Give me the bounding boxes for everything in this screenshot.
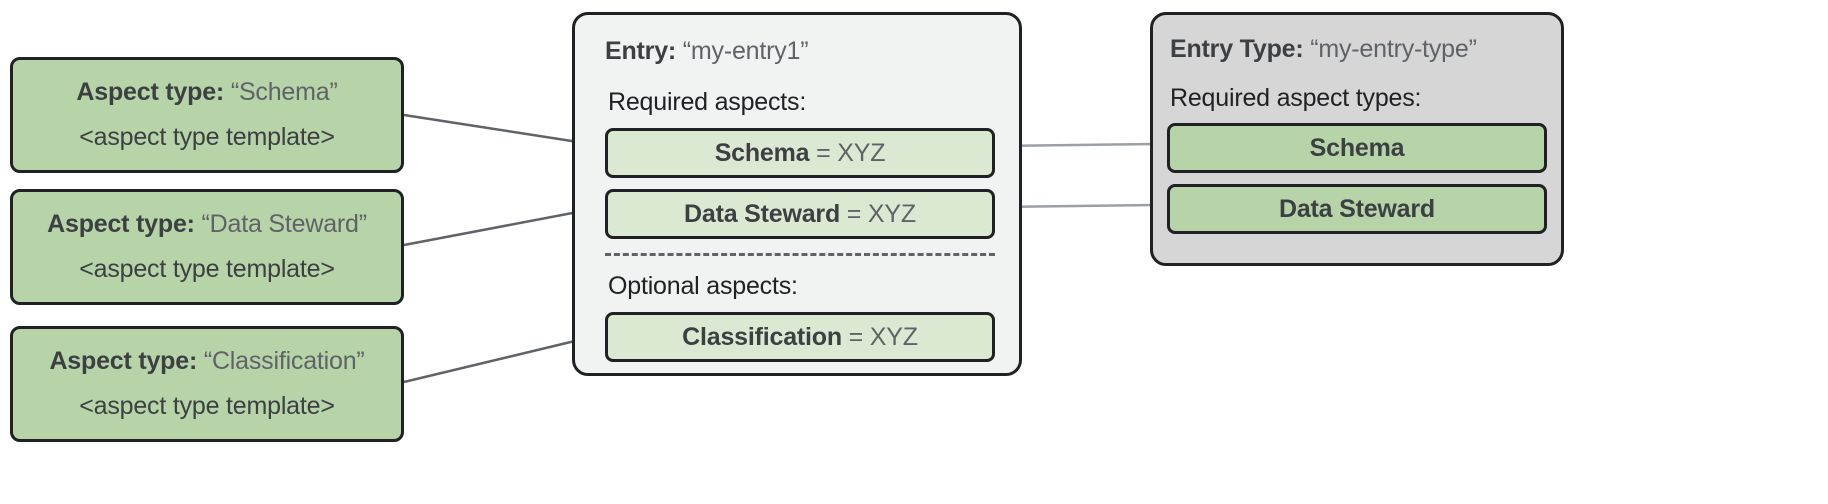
aspect-type-heading: Aspect type: “Classification” (49, 347, 364, 376)
aspect-type-template: <aspect type template> (79, 123, 335, 151)
entry-type-row-data-steward[interactable]: Data Steward (1167, 184, 1547, 234)
entry-aspect-row-schema[interactable]: Schema = XYZ (605, 128, 995, 178)
aspect-type-heading: Aspect type: “Schema” (76, 78, 337, 107)
aspect-type-template: <aspect type template> (79, 255, 335, 283)
aspect-type-box-classification[interactable]: Aspect type: “Classification” <aspect ty… (10, 326, 404, 442)
entry-key: Entry: (605, 37, 677, 65)
aspect-type-heading: Aspect type: “Data Steward” (47, 210, 367, 239)
entry-type-title: Entry Type: “my-entry-type” (1170, 35, 1547, 64)
aspect-type-box-schema[interactable]: Aspect type: “Schema” <aspect type templ… (10, 57, 404, 173)
required-aspects-label: Required aspects: (608, 88, 807, 116)
aspect-name: Schema (714, 138, 810, 167)
aspect-value: = XYZ (846, 199, 916, 228)
entry-type-value: “my-entry-type” (1310, 35, 1477, 63)
aspect-type-value: “Schema” (230, 78, 338, 106)
entry-type-row-schema[interactable]: Schema (1167, 123, 1547, 173)
aspect-type-box-data-steward[interactable]: Aspect type: “Data Steward” <aspect type… (10, 189, 404, 305)
optional-aspects-label: Optional aspects: (608, 272, 798, 300)
entry-type-key: Entry Type: (1170, 35, 1304, 63)
required-optional-divider (605, 253, 995, 256)
aspect-type-key: Aspect type: (49, 347, 198, 375)
aspect-name: Data Steward (684, 199, 841, 228)
entry-type-panel[interactable]: Entry Type: “my-entry-type” Required asp… (1150, 12, 1564, 266)
entry-aspect-row-data-steward[interactable]: Data Steward = XYZ (605, 189, 995, 239)
aspect-value: = XYZ (848, 322, 918, 351)
aspect-value: = XYZ (816, 138, 886, 167)
entry-title: Entry: “my-entry1” (605, 37, 995, 66)
aspect-type-value: “Data Steward” (201, 210, 368, 238)
entry-panel[interactable]: Entry: “my-entry1” Required aspects: Sch… (572, 12, 1022, 376)
aspect-type-value: “Classification” (203, 347, 365, 375)
required-aspect-types-label: Required aspect types: (1170, 84, 1422, 112)
aspect-type-key: Aspect type: (47, 210, 195, 238)
entry-aspect-row-classification[interactable]: Classification = XYZ (605, 312, 995, 362)
aspect-type-template: <aspect type template> (79, 392, 335, 420)
aspect-name: Classification (682, 322, 842, 351)
entry-value: “my-entry1” (682, 37, 809, 65)
aspect-type-key: Aspect type: (76, 78, 225, 106)
